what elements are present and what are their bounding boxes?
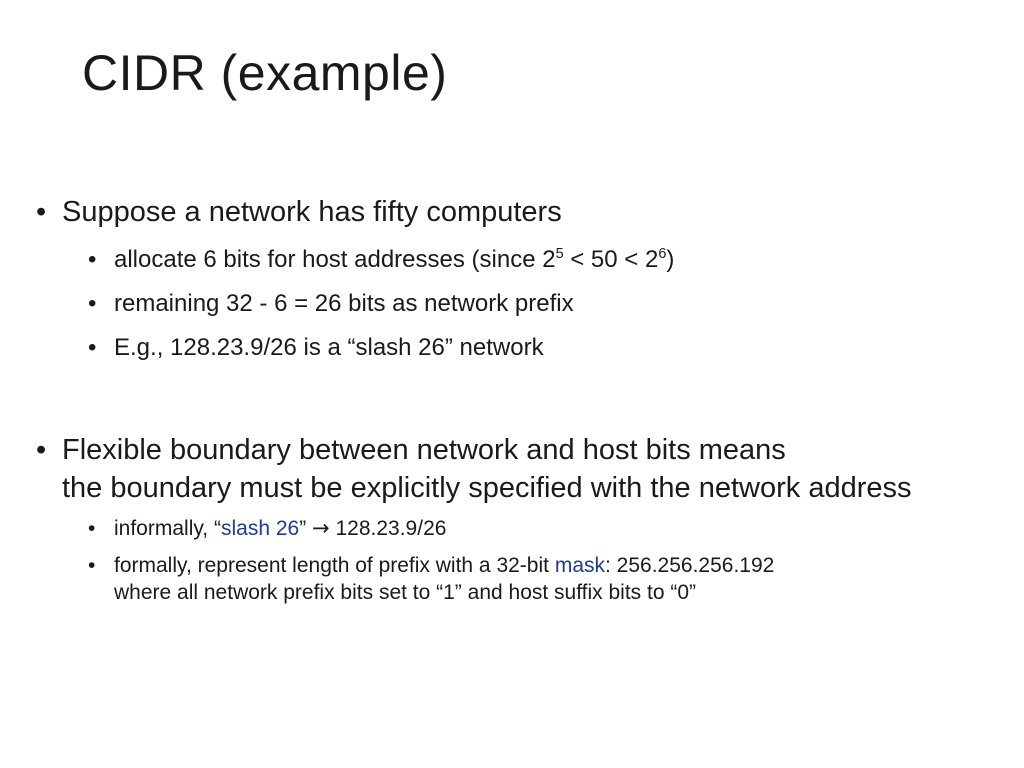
bullet-main-1: • Suppose a network has fifty computers bbox=[36, 194, 562, 232]
sub-bullet-text: remaining 32 - 6 = 26 bits as network pr… bbox=[114, 290, 574, 317]
accent-term: mask bbox=[554, 554, 606, 577]
bullet-dot: • bbox=[88, 246, 97, 273]
sub-bullet-remaining: • remaining 32 - 6 = 26 bits as network … bbox=[88, 289, 574, 319]
bullet-text: Suppose a network has fifty computers bbox=[62, 196, 562, 228]
bullet-main-2: • Flexible boundary between network and … bbox=[36, 432, 912, 507]
sub-bullet-example: • E.g., 128.23.9/26 is a “slash 26” netw… bbox=[88, 333, 544, 363]
slide-title: CIDR (example) bbox=[82, 45, 448, 101]
bullet-dot: • bbox=[36, 434, 47, 466]
bullet-dot: • bbox=[88, 290, 97, 317]
bullet-dot: • bbox=[88, 554, 96, 577]
bullet-dot: • bbox=[88, 334, 97, 361]
sub-bullet-allocate: • allocate 6 bits for host addresses (si… bbox=[88, 245, 674, 275]
sub-bullet-text: informally, “slash 26” → 128.23.9/26 bbox=[114, 516, 447, 540]
sub-bullet-text: E.g., 128.23.9/26 is a “slash 26” networ… bbox=[114, 334, 544, 361]
bullet-dot: • bbox=[88, 517, 96, 540]
arrow-right-icon: → bbox=[312, 516, 330, 540]
sub-bullet-text: formally, represent length of prefix wit… bbox=[114, 554, 775, 605]
bullet-dot: • bbox=[36, 196, 47, 228]
sub-bullet-text: allocate 6 bits for host addresses (sinc… bbox=[114, 246, 675, 273]
accent-term: slash 26 bbox=[220, 517, 300, 540]
sub-bullet-informally: • informally, “slash 26” → 128.23.9/26 bbox=[88, 515, 446, 542]
exponent: 6 bbox=[658, 246, 667, 262]
sub-bullet-formally: • formally, represent length of prefix w… bbox=[88, 552, 774, 607]
bullet-text: Flexible boundary between network and ho… bbox=[62, 434, 912, 504]
exponent: 5 bbox=[555, 246, 564, 262]
